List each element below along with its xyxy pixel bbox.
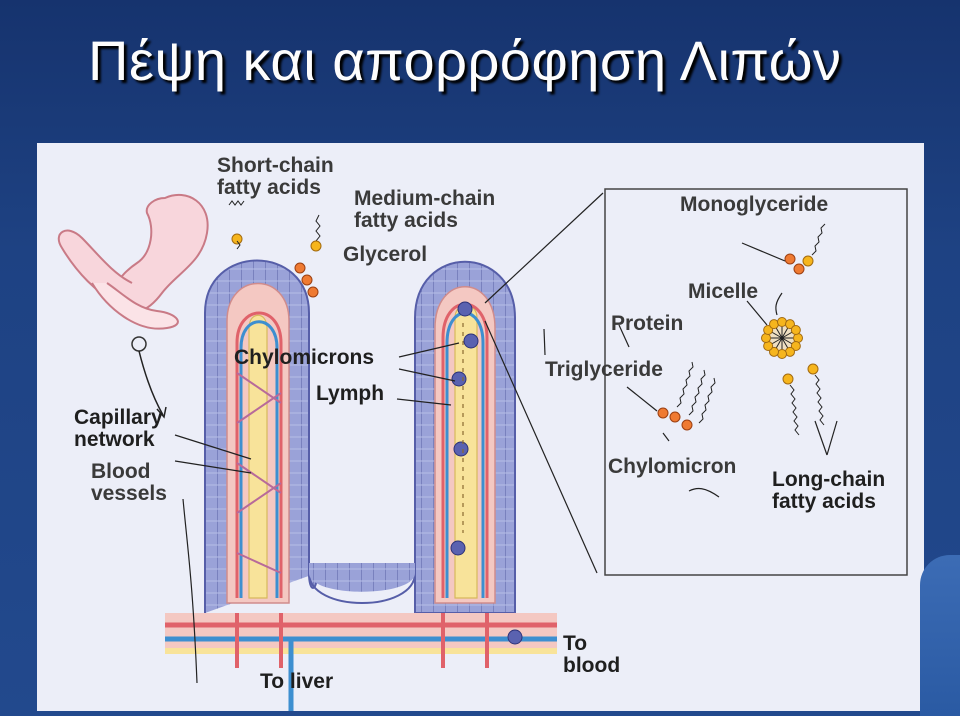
micelle-icon <box>746 292 803 359</box>
glycerol-icon <box>294 262 319 298</box>
stomach-icon <box>57 193 209 419</box>
medium-chain-fatty-acid-icon <box>310 214 322 252</box>
label-monoglyceride: Monoglyceride <box>680 193 829 216</box>
crypt <box>308 572 416 604</box>
micelle-head <box>790 325 801 335</box>
base-vessels <box>165 613 557 711</box>
monoglyceride-icon <box>741 223 826 275</box>
micelle-head <box>790 341 801 351</box>
label-micelle: Micelle <box>688 280 759 303</box>
long-chain-fatty-acid-icon <box>688 363 838 498</box>
label-glycerol: Glycerol <box>343 243 428 266</box>
label-chylomicron: Chylomicron <box>608 455 737 478</box>
crypt-epithelium <box>309 563 415 592</box>
label-lymph: Lymph <box>316 382 385 405</box>
zoom-inset <box>604 188 908 576</box>
micelle-head <box>763 325 774 335</box>
micelle-head <box>769 346 779 357</box>
label-chylomicrons: Chylomicrons <box>234 346 375 369</box>
chylomicron-particles <box>450 301 479 556</box>
micelle-head <box>785 319 795 330</box>
label-to-liver: To liver <box>260 670 334 693</box>
corner-decoration <box>920 555 960 716</box>
slide-title: Πέψη και απορρόφηση Λιπών <box>88 29 842 92</box>
short-chain-fatty-acid-icon <box>228 200 245 250</box>
label-protein: Protein <box>611 312 684 335</box>
label-triglyceride: Triglyceride <box>545 358 663 381</box>
intestine-diagram <box>57 188 908 711</box>
triglyceride-icon <box>618 324 716 442</box>
leader-lines <box>174 192 604 684</box>
villus-right <box>414 260 516 614</box>
villus-left <box>204 259 318 613</box>
